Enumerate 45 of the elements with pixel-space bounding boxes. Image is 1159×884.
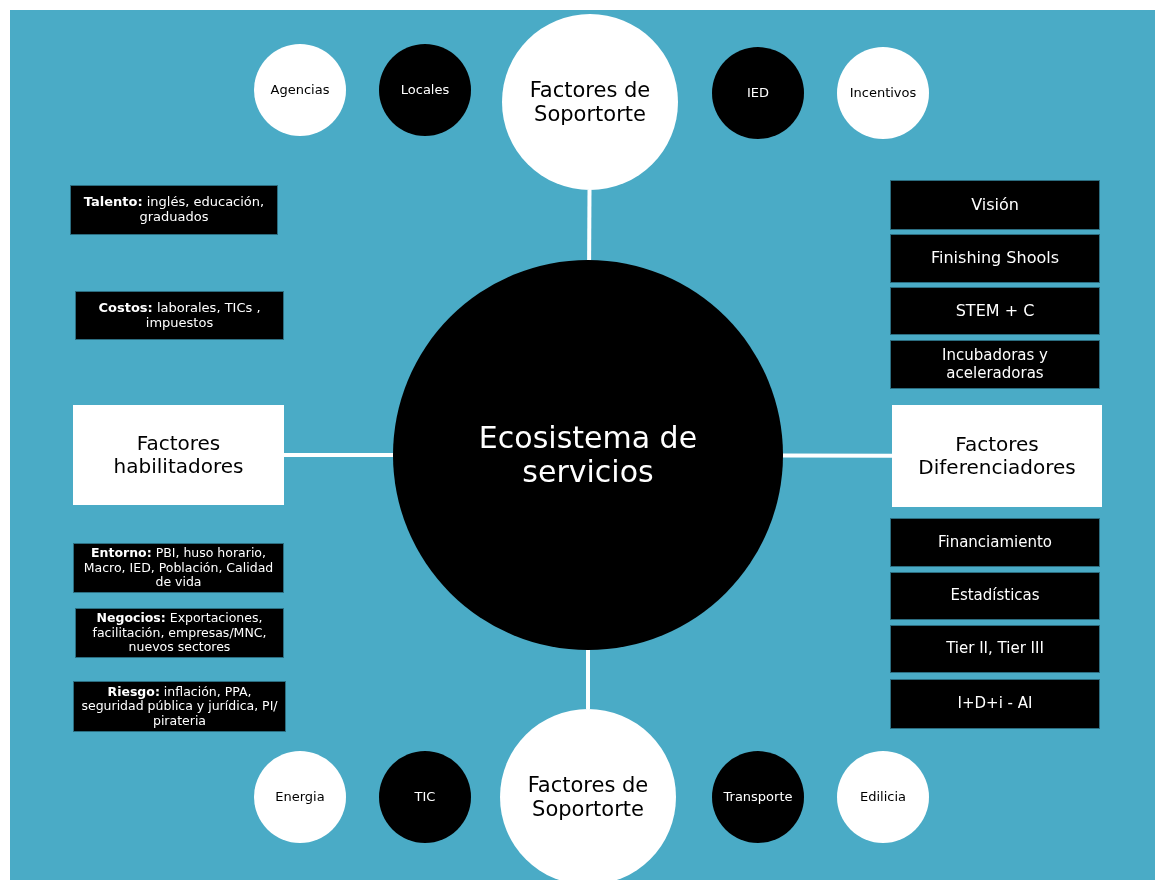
node-label: Visión bbox=[971, 195, 1019, 215]
factor-box bbox=[890, 340, 1100, 389]
node-label: Locales bbox=[400, 82, 450, 98]
factor-box bbox=[75, 291, 284, 340]
node-label: STEM + C bbox=[955, 301, 1035, 321]
factor-box bbox=[890, 572, 1100, 620]
node-label: Entorno: PBI, huso horario, Macro, IED, Población, Calidad de vida bbox=[82, 546, 275, 590]
connector-line bbox=[586, 650, 590, 709]
node-label: I+D+i - AI bbox=[957, 695, 1033, 713]
node-label: Edilicia bbox=[860, 789, 906, 805]
factor-box bbox=[890, 287, 1100, 335]
node-label: Estadísticas bbox=[950, 587, 1040, 605]
node-label: IED bbox=[746, 85, 770, 101]
node-label: Incentivos bbox=[849, 85, 917, 101]
factor-box bbox=[73, 543, 284, 593]
node-label: Factores Diferenciadores bbox=[917, 433, 1077, 479]
node-label: Factores de Soportorte bbox=[528, 77, 652, 127]
factor-box bbox=[890, 625, 1100, 673]
factor-box bbox=[890, 518, 1100, 567]
node-label: Talento: inglés, educación, graduados bbox=[82, 195, 266, 225]
factor-box bbox=[890, 679, 1100, 729]
node-label: Tier II, Tier III bbox=[946, 640, 1044, 658]
node-label: TIC bbox=[414, 789, 436, 805]
factor-box bbox=[70, 185, 278, 235]
node-label: Incubadoras y aceleradoras bbox=[941, 347, 1049, 382]
factor-box bbox=[890, 180, 1100, 230]
node-label: Energia bbox=[275, 789, 325, 805]
factor-box bbox=[75, 608, 284, 658]
node-label: Costos: laborales, TICs , impuestos bbox=[97, 300, 262, 331]
category-box bbox=[73, 405, 284, 505]
node-label: Transporte bbox=[723, 789, 793, 805]
category-box bbox=[892, 405, 1102, 507]
node-label: Riesgo: inflación, PPA, seguridad pública y jurídica, PI/ pirateria bbox=[80, 684, 279, 729]
node-label: Finishing Shools bbox=[931, 249, 1059, 268]
node-label: Factores de Soportorte bbox=[526, 772, 650, 822]
connector-line bbox=[284, 453, 393, 457]
node-label: Financiamiento bbox=[937, 533, 1053, 552]
connector-line bbox=[783, 453, 892, 458]
node-label: Negocios: Exportaciones, facilitación, empresas/MNC, nuevos sectores bbox=[91, 611, 268, 655]
factor-box bbox=[73, 681, 286, 732]
connector-line bbox=[587, 190, 592, 260]
node-label: Ecosistema de servicios bbox=[477, 420, 699, 490]
factor-box bbox=[890, 234, 1100, 283]
node-label: Factores habilitadores bbox=[112, 432, 245, 478]
node-label: Agencias bbox=[270, 82, 330, 98]
